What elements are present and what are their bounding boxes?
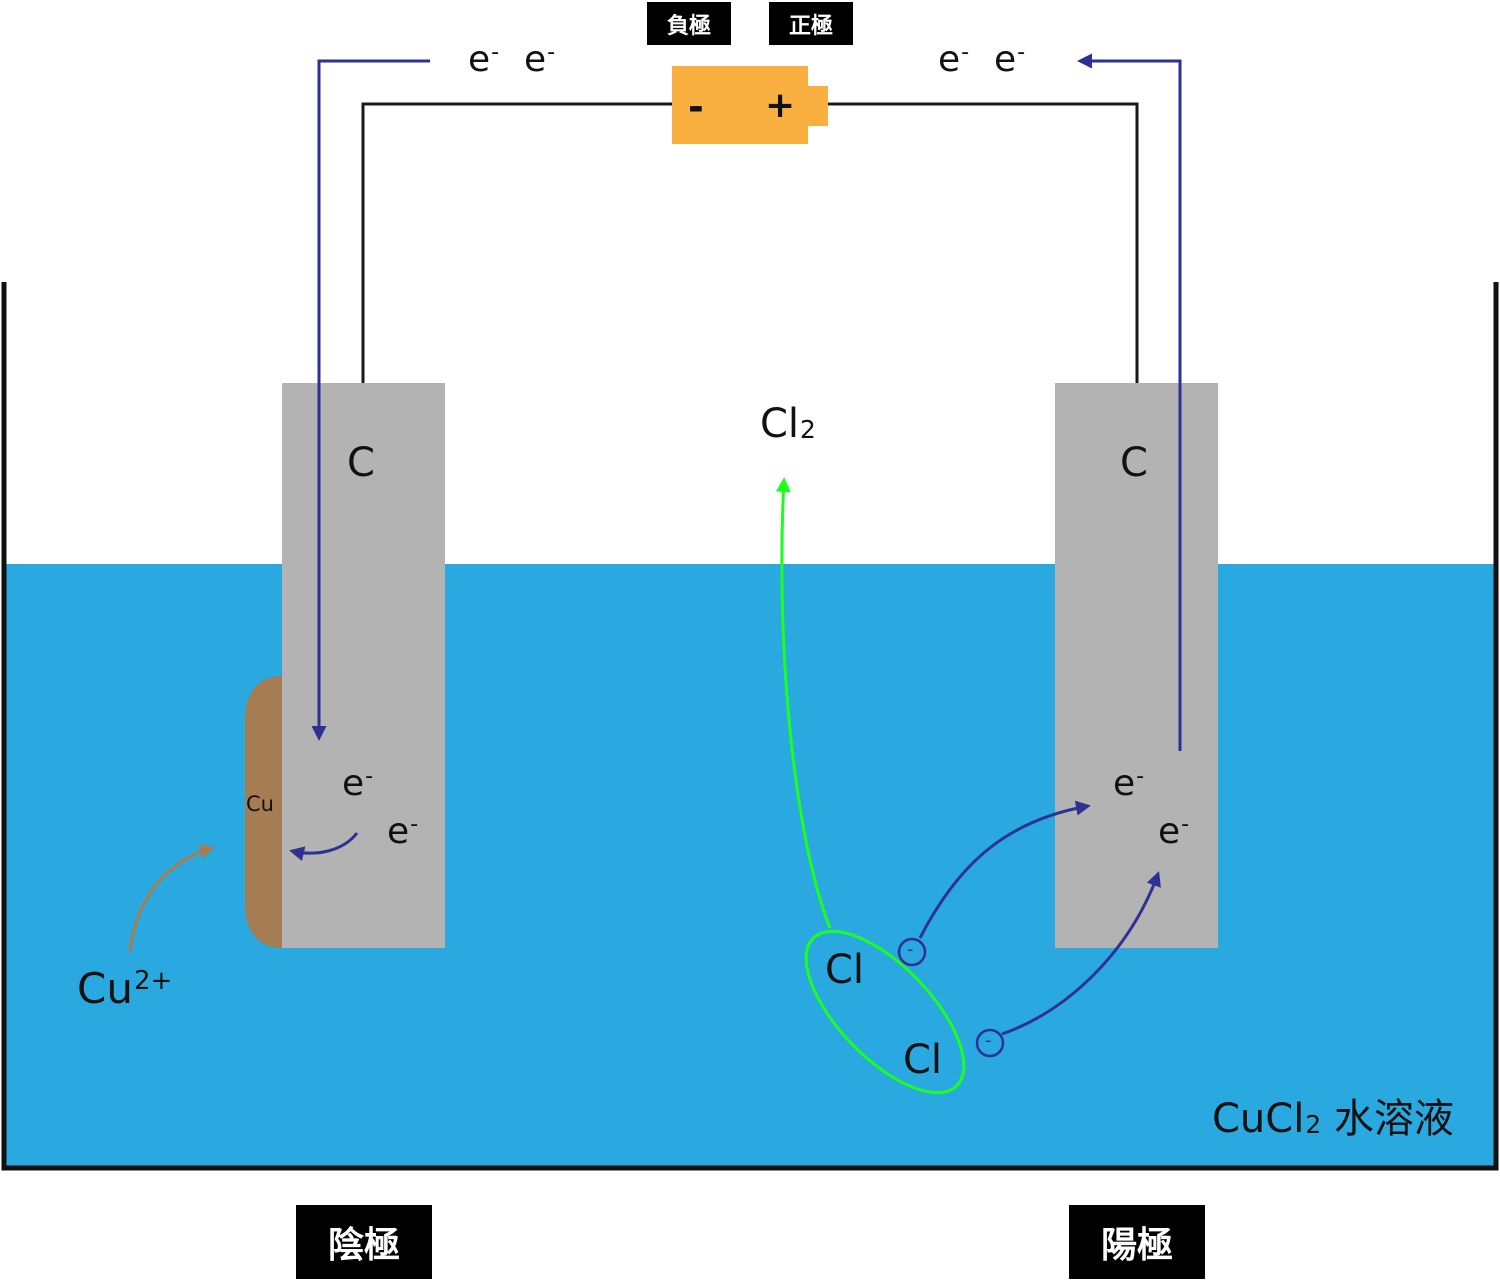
electron-flow-right-arrow (1077, 53, 1182, 751)
cathode-name-label: 陰極 (296, 1205, 432, 1279)
chlorine-molecule-ring (804, 929, 966, 1095)
battery-terminal (808, 86, 828, 126)
electron-label: e- (342, 762, 374, 804)
electron-label: e- (468, 38, 500, 80)
chlorine-atom-label: Cl (903, 1037, 943, 1083)
chloride-charge-circle-1 (897, 937, 927, 967)
electron-label: e- (387, 810, 419, 852)
cathode-material-label: C (347, 440, 375, 486)
chloride-charge-sign: - (985, 1030, 992, 1051)
wire-right (828, 102, 1139, 383)
copper-deposit (245, 676, 282, 948)
wire-left (361, 102, 672, 383)
electron-label: e- (524, 38, 556, 80)
copper-ion-label: Cu2+ (77, 964, 173, 1013)
anode-name-label: 陽極 (1069, 1205, 1205, 1279)
chlorine-atom-label: Cl (825, 947, 865, 993)
electron-label: e- (994, 38, 1026, 80)
solution (4, 564, 1496, 1168)
positive-pole-label: 正極 (769, 2, 853, 45)
electron-label: e- (938, 38, 970, 80)
anode-electrode (1055, 383, 1218, 948)
chloride-electron-arrow-1 (918, 800, 1091, 939)
anode-material-label: C (1120, 440, 1148, 486)
battery-plus-sign: + (765, 85, 796, 126)
solution-label: CuCl2 水溶液 (1212, 1096, 1454, 1142)
chloride-electron-arrow-2 (1001, 871, 1161, 1036)
battery-minus-sign: - (688, 85, 704, 129)
battery-body (672, 66, 808, 144)
copper-deposit-label: Cu (246, 792, 274, 816)
electron-flow-left-arrow (311, 59, 430, 741)
electron-label: e- (1113, 762, 1145, 804)
chlorine-gas-arrow (775, 477, 832, 929)
chloride-charge-circle-2 (975, 1028, 1005, 1058)
chlorine-gas-label: Cl2 (760, 401, 816, 447)
electron-to-copper-arrow (289, 832, 359, 862)
chloride-charge-sign: - (907, 939, 914, 960)
negative-pole-label: 負極 (647, 2, 731, 45)
electron-label: e- (1158, 810, 1190, 852)
copper-ion-arrow (128, 844, 215, 953)
beaker (1, 282, 1499, 1171)
